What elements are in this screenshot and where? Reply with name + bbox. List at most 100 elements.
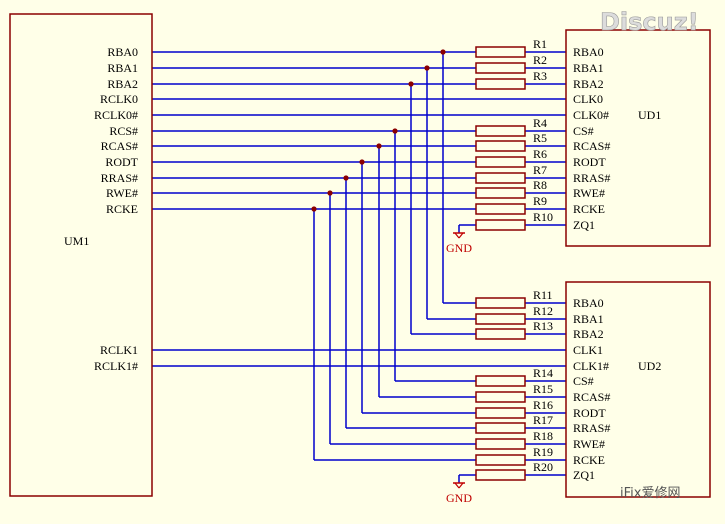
ud1-resistor-label: R6 (533, 147, 547, 161)
ud1-resistor (475, 172, 526, 184)
ud1-resistor (475, 62, 526, 74)
ud1-ground-label: GND (446, 241, 472, 255)
ud2-resistor-label: R18 (533, 429, 553, 443)
ud1-pin-label: RCKE (573, 202, 605, 216)
ud1-resistor-label: R3 (533, 69, 547, 83)
junction-dot (311, 206, 317, 212)
ud2-pin-label: RCKE (573, 453, 605, 467)
junction-dot (359, 159, 365, 165)
ud2-pin-label: CLK1 (573, 343, 603, 357)
ud1-pin-label: RODT (573, 155, 606, 169)
ud2-resistor (475, 297, 526, 309)
ud2-resistor (475, 454, 526, 466)
ud2-body (565, 281, 711, 498)
ud1-body (565, 29, 711, 247)
ud2-resistor (475, 469, 526, 481)
ud1-resistor (475, 156, 526, 168)
wechat-watermark: iFix爱修网 (620, 486, 680, 501)
ud2-pin-label: RCAS# (573, 390, 610, 404)
ud2-resistor (475, 438, 526, 450)
ud1-resistor (475, 46, 526, 58)
ud1-resistor-label: R2 (533, 53, 547, 67)
labels-layer: UM1UD1UD2RBA0RBA1RBA2RCLK0RCLK0#RCS#RCAS… (64, 37, 661, 482)
um1-designator: UM1 (64, 234, 89, 248)
ud2-resistor-label: R20 (533, 460, 553, 474)
um1-pin-label: RCLK1# (94, 359, 138, 373)
junction-dots-layer (311, 49, 446, 212)
ud1-pin-label: RWE# (573, 186, 605, 200)
ud2-pin-label: RWE# (573, 437, 605, 451)
ud2-pin-label: ZQ1 (573, 468, 595, 482)
resistors-layer (475, 46, 526, 481)
ud1-pin-label: CLK0# (573, 108, 609, 122)
ud1-resistor (475, 140, 526, 152)
um1-pin-label: RBA1 (107, 61, 138, 75)
ud1-resistor-label: R7 (533, 163, 547, 177)
ud2-resistor-label: R14 (533, 366, 553, 380)
um1-pin-label: RCLK0# (94, 108, 138, 122)
ud1-pin-label: RBA0 (573, 45, 604, 59)
discuz-logo: Discuz! (600, 8, 699, 36)
ud1-resistor-label: R4 (533, 116, 547, 130)
um1-pin-label: RBA2 (107, 77, 138, 91)
ud2-pin-label: RBA1 (573, 312, 604, 326)
um1-pin-label: RWE# (106, 186, 138, 200)
um1-pin-label: RRAS# (101, 171, 138, 185)
watermarks-layer: Discuz! iFix爱修网 (600, 8, 699, 501)
ud2-resistor (475, 313, 526, 325)
ud2-resistor-label: R11 (533, 288, 553, 302)
ud1-resistor (475, 187, 526, 199)
ud2-pin-label: RBA0 (573, 296, 604, 310)
ud2-resistor-label: R12 (533, 304, 553, 318)
ud2-resistor (475, 407, 526, 419)
junction-dot (376, 143, 382, 149)
ud2-resistor (475, 422, 526, 434)
junction-dot (424, 65, 430, 71)
ud2-resistor-label: R13 (533, 319, 553, 333)
junction-dot (392, 128, 398, 134)
um1-pin-label: RCLK0 (100, 92, 138, 106)
ud2-resistor-label: R15 (533, 382, 553, 396)
ud1-pin-label: RCAS# (573, 139, 610, 153)
um1-pin-label: RCAS# (101, 139, 138, 153)
ud1-pin-label: RBA2 (573, 77, 604, 91)
ud2-ground-symbol (458, 482, 464, 489)
ud1-resistor (475, 203, 526, 215)
ud2-resistor-label: R19 (533, 445, 553, 459)
ud1-pin-label: ZQ1 (573, 218, 595, 232)
junction-dot (327, 190, 333, 196)
ud2-pin-label: RODT (573, 406, 606, 420)
ud2-ground-symbol (454, 482, 460, 489)
wires-layer (152, 51, 566, 483)
junction-dot (408, 81, 414, 87)
um1-pin-label: RBA0 (107, 45, 138, 59)
ud1-pin-label: CS# (573, 124, 594, 138)
ud1-resistor (475, 125, 526, 137)
ud1-ground-symbol (458, 232, 464, 239)
um1-pin-label: RCKE (106, 202, 138, 216)
ground-symbols-layer: GND GND (446, 232, 472, 505)
ud2-resistor (475, 328, 526, 340)
junction-dot (343, 175, 349, 181)
um1-body (9, 13, 153, 497)
ud1-ground-symbol (454, 232, 460, 239)
ud1-pin-label: RBA1 (573, 61, 604, 75)
ud1-resistor-label: R5 (533, 131, 547, 145)
ud2-resistor (475, 375, 526, 387)
ud1-designator: UD1 (638, 108, 661, 122)
ud2-ground-label: GND (446, 491, 472, 505)
ud2-resistor (475, 391, 526, 403)
ud1-resistor-label: R1 (533, 37, 547, 51)
ud2-pin-label: CLK1# (573, 359, 609, 373)
ud2-resistor-label: R16 (533, 398, 553, 412)
ud2-designator: UD2 (638, 359, 661, 373)
um1-pin-label: RCS# (109, 124, 138, 138)
ud1-pin-label: RRAS# (573, 171, 610, 185)
ud1-resistor-label: R10 (533, 210, 553, 224)
junction-dot (440, 49, 446, 55)
chips-layer (9, 13, 711, 498)
um1-pin-label: RODT (105, 155, 138, 169)
ud2-pin-label: CS# (573, 374, 594, 388)
